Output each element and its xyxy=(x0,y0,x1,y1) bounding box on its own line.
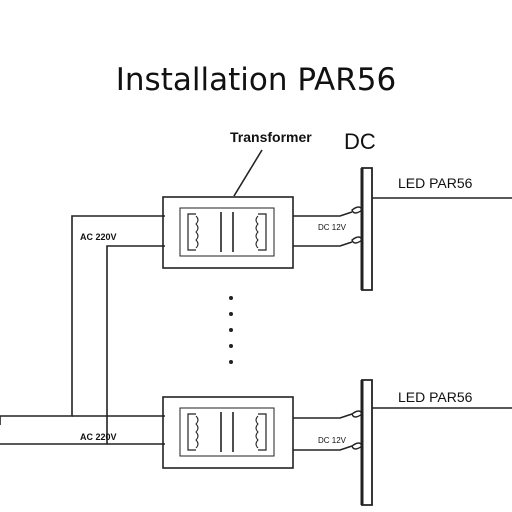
dc12-label-bottom: DC 12V xyxy=(318,436,347,445)
dc12-label-top: DC 12V xyxy=(318,223,347,232)
ac-label-top: AC 220V xyxy=(80,232,117,242)
ac-wire-top-inner xyxy=(0,245,165,445)
led-label-bottom: LED PAR56 xyxy=(398,389,473,405)
dc-label: DC xyxy=(344,129,376,154)
transformer-pointer xyxy=(233,149,263,197)
transformer-label: Transformer xyxy=(230,129,312,145)
ac-label-bottom: AC 220V xyxy=(80,432,117,442)
continuation-dots xyxy=(229,296,233,364)
transformer-top xyxy=(162,196,294,269)
dc-wire-top-2 xyxy=(293,241,353,247)
diagram-title: Installation PAR56 xyxy=(115,62,397,98)
led-label-top: LED PAR56 xyxy=(398,175,473,191)
transformer-bottom xyxy=(162,396,294,469)
dc-wire-bottom-1 xyxy=(293,413,353,419)
dc-wire-top-1 xyxy=(293,211,353,217)
ac-wire-top-outer xyxy=(0,215,165,417)
led-lamp-top xyxy=(351,167,512,291)
led-lamp-bottom xyxy=(351,379,512,506)
dc-wire-bottom-2 xyxy=(293,445,353,451)
